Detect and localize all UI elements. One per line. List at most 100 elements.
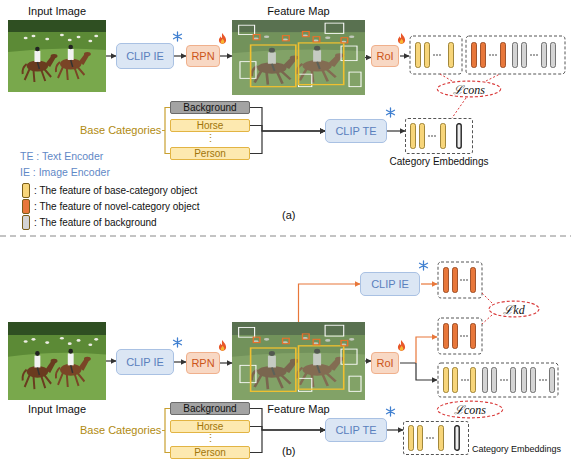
- panel-label: (b): [282, 445, 295, 457]
- roi-box: RoI: [371, 352, 399, 374]
- box-label: CLIP IE: [126, 50, 164, 62]
- loss-outline: [489, 301, 539, 317]
- feature-map-image: [232, 322, 365, 400]
- loss-ellipse: ℒcons: [436, 80, 502, 98]
- roi-box: RoI: [371, 45, 399, 67]
- feature-group: [438, 318, 482, 354]
- box-label: RoI: [376, 50, 393, 62]
- box-label: RPN: [191, 50, 214, 62]
- box-label: ℒcons: [454, 401, 486, 418]
- box-label: CLIP TE: [335, 424, 376, 436]
- roi-arrow: [400, 55, 409, 56]
- category-bracket: [162, 409, 170, 453]
- connector-arrow: [174, 55, 186, 56]
- frozen-icon: [174, 32, 182, 41]
- category-box: Background: [170, 101, 250, 114]
- box-label: CLIP IE: [126, 356, 164, 368]
- trainable-icon: [219, 33, 226, 44]
- box-label: Horse: [197, 421, 224, 432]
- feature-group: [466, 36, 565, 74]
- connector-arrow: [220, 55, 232, 56]
- loss-link: [482, 293, 492, 324]
- connector-arrow: [250, 126, 325, 132]
- embedding-group: Category Embeddings: [405, 118, 473, 154]
- embedding-bars: [409, 426, 460, 451]
- box-label: ℒcons: [453, 81, 485, 98]
- input-photo: [8, 20, 106, 92]
- box-label: RoI: [376, 357, 393, 369]
- box-label: Background: [183, 403, 236, 414]
- connector-arrow: [387, 429, 403, 430]
- embedding-group: Category Embeddings: [403, 421, 469, 455]
- box-label: CLIP TE: [335, 125, 376, 137]
- legend-row: : The feature of novel-category object: [22, 199, 199, 214]
- frozen-icon: [387, 407, 395, 416]
- caption-text: Input Image: [28, 5, 86, 17]
- box-label: Person: [194, 447, 226, 458]
- connector-arrow: [174, 361, 186, 362]
- connector-arrow: [106, 55, 116, 56]
- category-box: Horse: [170, 420, 250, 433]
- roi-arrow: [400, 363, 437, 380]
- box-label: Background: [183, 102, 236, 113]
- feature-map-image: [232, 20, 365, 95]
- feature-group: [438, 262, 482, 298]
- group-label: Base Categories: [80, 124, 161, 136]
- frozen-icon: [387, 108, 395, 117]
- feature-group: [438, 363, 558, 397]
- feature-map: Feature Map: [232, 20, 365, 95]
- encoder-box: CLIP IE: [116, 349, 174, 375]
- input-image: Input Image: [8, 20, 106, 92]
- connector-arrow: [250, 108, 325, 132]
- group-label: Base Categories: [80, 424, 161, 436]
- embedding-bars: [411, 124, 462, 149]
- panel-label: (a): [282, 209, 295, 221]
- legend-swatch: [22, 215, 30, 230]
- legend-swatch: [22, 183, 30, 198]
- frozen-icon: [174, 338, 182, 347]
- legend-swatch: [22, 199, 30, 214]
- caption-text: Category Embeddings: [390, 156, 489, 167]
- category-box: Background: [170, 402, 250, 415]
- caption-text: Feature Map: [267, 5, 329, 17]
- category-box: Person: [170, 446, 250, 459]
- rpn-box: RPN: [186, 45, 220, 67]
- frozen-icon: [420, 261, 428, 270]
- trainable-icon: [398, 340, 405, 351]
- input-image: Input Image: [8, 322, 106, 400]
- legend-text: : The feature of base-category object: [34, 185, 197, 196]
- feature-map: Feature Map: [232, 322, 365, 400]
- category-box: Horse: [170, 119, 250, 132]
- loss-outline: [437, 401, 502, 418]
- box-label: Horse: [197, 120, 224, 131]
- category-box: Person: [170, 147, 250, 160]
- legend-abbrev: IE : Image Encoder: [20, 166, 110, 178]
- clip-arrow: [421, 283, 437, 284]
- caption-text: Input Image: [28, 403, 86, 415]
- box-label: Person: [194, 148, 226, 159]
- input-photo: [8, 322, 106, 400]
- connector-arrow: [250, 131, 325, 154]
- box-label: RPN: [191, 357, 214, 369]
- loss-ellipse: ℒcons: [436, 400, 504, 419]
- connector-arrow: [106, 360, 116, 361]
- legend-row: : The feature of background: [22, 215, 157, 230]
- feature-group: [410, 36, 462, 74]
- encoder-box: CLIP TE: [325, 119, 387, 143]
- loss-outline: [437, 81, 500, 97]
- category-bracket: [162, 108, 170, 154]
- box-label: ℒkd: [503, 301, 524, 318]
- ellipsis: ⋮: [205, 132, 216, 145]
- encoder-box: CLIP IE: [360, 272, 420, 296]
- legend-text: : The feature of background: [34, 217, 157, 228]
- legend-row: : The feature of base-category object: [22, 183, 197, 198]
- connector-arrow: [220, 362, 232, 363]
- box-label: CLIP IE: [371, 278, 409, 290]
- roi-arrow: [416, 337, 437, 363]
- loss-ellipse: ℒkd: [488, 300, 540, 318]
- legend-text: : The feature of novel-category object: [34, 201, 199, 212]
- ellipsis: ⋮: [205, 432, 216, 445]
- trainable-icon: [398, 33, 405, 44]
